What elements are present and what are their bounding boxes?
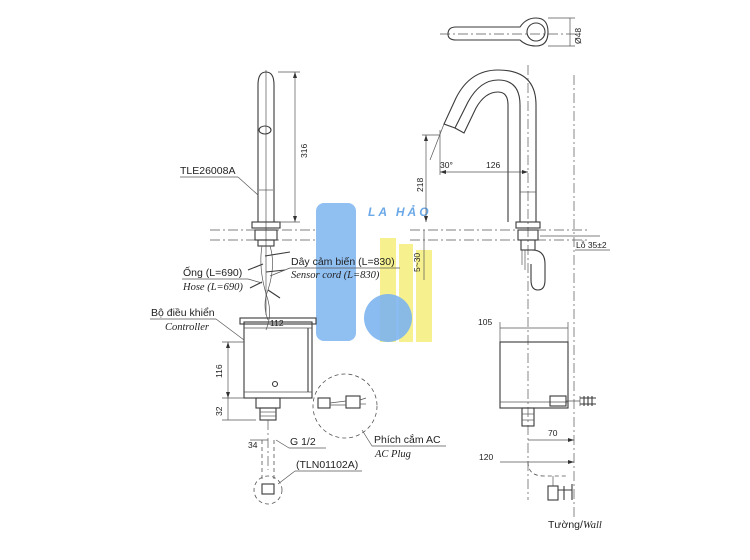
svg-text:Ø48: Ø48 — [573, 28, 583, 44]
side-spout — [454, 79, 521, 222]
label-sensor-cord-en: Sensor cord (L=830) — [291, 270, 380, 281]
label-ac-plug-vi: Phích cắm AC — [374, 433, 441, 446]
svg-text:34: 34 — [248, 440, 258, 450]
label-controller-en: Controller — [165, 322, 210, 333]
label-sensor-cord-vi: Dây cảm biến (L=830) — [291, 256, 395, 268]
watermark-blue-circle — [364, 294, 412, 342]
svg-text:112: 112 — [270, 318, 284, 328]
front-view: 316 TLE26008A Dây cảm biến (L=830) Senso… — [150, 70, 446, 505]
svg-text:116: 116 — [214, 364, 224, 378]
svg-text:316: 316 — [299, 144, 309, 158]
svg-text:30°: 30° — [440, 160, 453, 170]
ac-plug-detail-circle — [312, 373, 378, 439]
top-view: Ø48 — [440, 17, 583, 47]
top-view-outline — [447, 17, 549, 47]
svg-text:5~30: 5~30 — [412, 253, 422, 272]
side-controller-box — [499, 341, 569, 409]
svg-text:70: 70 — [548, 428, 558, 438]
watermark-yellow-bar-3 — [416, 250, 432, 342]
side-view: 30° 126 218 5~30 Lỗ 35±2 105 — [410, 65, 610, 531]
front-controller-box — [243, 321, 313, 399]
watermark-blue-bar — [316, 203, 356, 341]
label-wall: Tường/Wall — [548, 519, 602, 531]
label-thread: G 1/2 — [290, 436, 316, 448]
label-valve-model: (TLN01102A) — [296, 459, 358, 471]
svg-text:105: 105 — [478, 317, 492, 327]
label-faucet-model: TLE26008A — [180, 165, 235, 177]
label-controller-vi: Bộ điều khiển — [151, 307, 215, 319]
front-sensor-eye — [258, 125, 272, 135]
watermark-logo: LA HẢO — [316, 203, 432, 342]
svg-text:32: 32 — [214, 406, 224, 416]
label-ac-plug-en: AC Plug — [374, 449, 411, 460]
label-hose-en: Hose (L=690) — [182, 282, 243, 293]
svg-text:120: 120 — [479, 452, 493, 462]
label-hole: Lỗ 35±2 — [576, 240, 607, 250]
svg-text:126: 126 — [486, 160, 500, 170]
svg-text:218: 218 — [415, 178, 425, 192]
front-valve-circle — [253, 475, 283, 505]
watermark-text: LA HẢO — [368, 204, 432, 219]
label-hose-vi: Ống (L=690) — [183, 265, 242, 279]
front-spout — [257, 71, 275, 223]
